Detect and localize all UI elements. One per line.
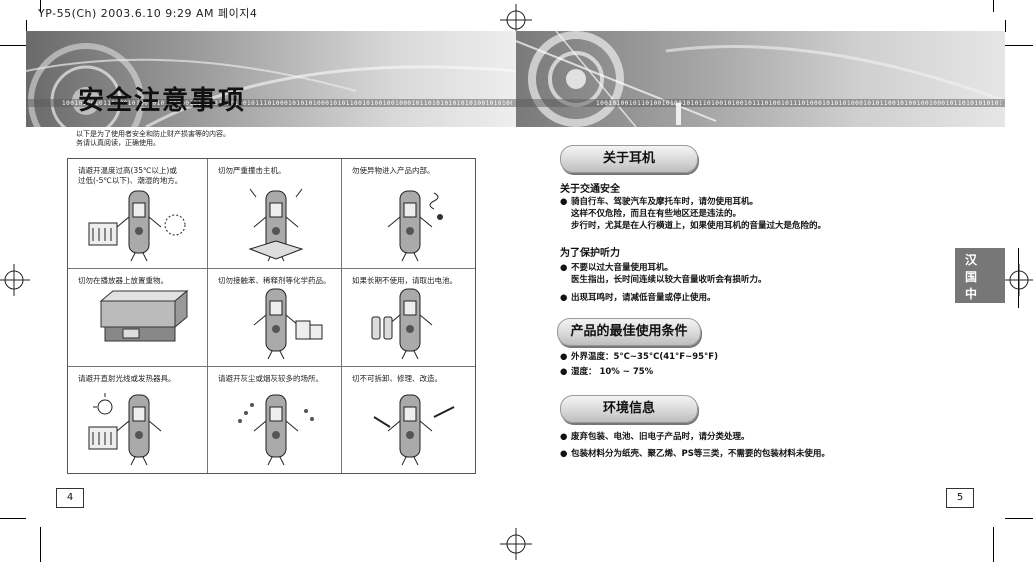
right-header-banner: 1001010010110100101001010110100101001011… [516,31,1005,127]
player-dust-icon [238,394,314,466]
safety-cell: 切不可拆卸、修理、改造。 [342,367,475,473]
player-remove-battery-icon [371,288,432,360]
page-number-right: 5 [946,488,974,508]
subheading-hearing: 为了保护听力 [560,248,620,259]
bullet-text: 出现耳鸣时，请减低音量或停止使用。 [571,293,716,303]
crop-mark [1005,20,1006,32]
crop-mark [993,527,994,562]
player-impact-icon [248,188,304,262]
crop-mark [1005,518,1033,519]
bullet-text: 不要以过大音量使用耳机。 [571,263,674,273]
bullet-dot: ● [560,293,568,303]
bullet-dot: ● [560,367,568,377]
side-tab-char: 国 [964,270,977,284]
language-side-tab: 汉 国 中 [955,248,1005,303]
side-tab-char: 汉 [964,253,977,267]
bullet-text: 医生指出，长时间连续以较大音量收听会有损听力。 [571,275,767,285]
bullet-dot: ● [560,263,568,273]
safety-cell: 切勿在播放器上放置重物。 [68,269,208,367]
section-heading-environment: 环境信息 [560,395,698,423]
bullet-dot: ● [560,449,568,459]
section-heading-conditions: 产品的最佳使用条件 [557,318,701,346]
bullet-text: 步行时，尤其是在人行横道上，如果使用耳机的音量过大是危险的。 [571,221,827,231]
safety-cell: 请避开温度过高(35℃以上)或 过低(-5℃以下)、潮湿的地方。 [68,159,208,269]
bullet-text: 外界温度：5°C~35°C(41°F~95°F) [571,352,719,362]
crop-mark [1005,45,1033,46]
bullet-text: 包装材料分为纸壳、聚乙烯、PS等三类，不需要的包装材料未使用。 [571,449,830,459]
bullet-text: 湿度： 10% ~ 75% [571,367,654,377]
safety-cell-text: 切不可拆卸、修理、改造。 [352,374,442,383]
safety-cell-text: 请避开直射光线或发热器具。 [78,374,176,383]
safety-cell: 切勿严重撞击主机。 [208,159,342,269]
print-header: YP-55(Ch) 2003.6.10 9:29 AM 페이지4 [38,7,258,20]
left-header-banner: 1001010010110100101001010110100101001011… [26,31,516,127]
player-under-weight-icon [99,289,189,342]
crop-mark [26,20,27,32]
subheading-traffic: 关于交通安全 [560,184,620,195]
bullet-dot: ● [560,197,568,207]
safety-cell-text: 切勿在播放器上放置重物。 [78,276,168,285]
safety-cell: 请避开直射光线或发热器具。 [68,367,208,473]
page-title: 安全注意事项 [78,86,247,116]
crop-mark [40,527,41,562]
bullet-hearing: ●不要以过大音量使用耳机。 医生指出，长时间连续以较大音量收听会有损听力。 ●出… [560,262,767,304]
section-heading-earphones: 关于耳机 [560,145,698,173]
registration-target-icon [1003,264,1033,296]
safety-cell-text: 切勿接触苯、稀释剂等化学药品。 [218,276,331,285]
player-sunlight-heater-icon [88,393,162,466]
binary-strip: 1001010010110100101001010110100101001011… [596,100,1001,107]
safety-cell-text: 如果长期不使用，请取出电池。 [352,276,457,285]
intro-line: 以下是为了使用者安全和防止财产损害等的内容。 [76,130,230,138]
safety-cell: 切勿接触苯、稀释剂等化学药品。 [208,269,342,367]
safety-grid: 请避开温度过高(35℃以上)或 过低(-5℃以下)、潮湿的地方。 切勿严重撞击主机… [67,158,476,474]
bullet-text: 废弃包装、电池、旧电子产品时，请分类处理。 [571,432,750,442]
bullet-text: 这样不仅危险，而且在有些地区还是违法的。 [571,209,742,219]
registration-target-icon [500,528,532,560]
safety-cell: 请避开灰尘或烟灰较多的场所。 [208,367,342,473]
binary-strip: 1001010010110100101001010110100101001011… [62,100,512,107]
bullet-conditions: ●外界温度：5°C~35°C(41°F~95°F) ●湿度： 10% ~ 75% [560,351,718,378]
bullet-dot: ● [560,432,568,442]
bullet-dot: ● [560,352,568,362]
crop-mark [40,0,41,12]
registration-target-icon [0,264,30,296]
player-disassemble-icon [372,394,454,466]
page-number-left: 4 [56,488,84,508]
crop-mark [0,518,26,519]
crop-mark [993,0,994,12]
player-foreign-object-icon [387,190,443,262]
safety-cell-text: 请避开温度过高(35℃以上)或 过低(-5℃以下)、潮湿的地方。 [78,166,183,185]
side-tab-char: 中 [964,287,977,301]
player-chemicals-icon [253,288,323,360]
bullet-environment: ●废弃包装、电池、旧电子产品时，请分类处理。 ●包装材料分为纸壳、聚乙烯、PS等… [560,431,830,460]
safety-cell: 勿使异物进入产品内部。 [342,159,475,269]
player-heat-cold-icon [88,190,186,262]
safety-cell-text: 切勿严重撞击主机。 [218,166,286,175]
intro-text: 以下是为了使用者安全和防止财产损害等的内容。 务请认真阅读，正确使用。 [76,130,230,148]
safety-cell: 如果长期不使用，请取出电池。 [342,269,475,367]
bullet-traffic: ●骑自行车、驾驶汽车及摩托车时，请勿使用耳机。 这样不仅危险，而且在有些地区还是… [560,196,826,232]
safety-cell-text: 勿使异物进入产品内部。 [352,166,435,175]
crop-mark [0,45,26,46]
safety-cell-text: 请避开灰尘或烟灰较多的场所。 [218,374,323,383]
bullet-text: 骑自行车、驾驶汽车及摩托车时，请勿使用耳机。 [571,197,759,207]
intro-line: 务请认真阅读，正确使用。 [76,139,160,147]
registration-target-icon [500,4,532,36]
